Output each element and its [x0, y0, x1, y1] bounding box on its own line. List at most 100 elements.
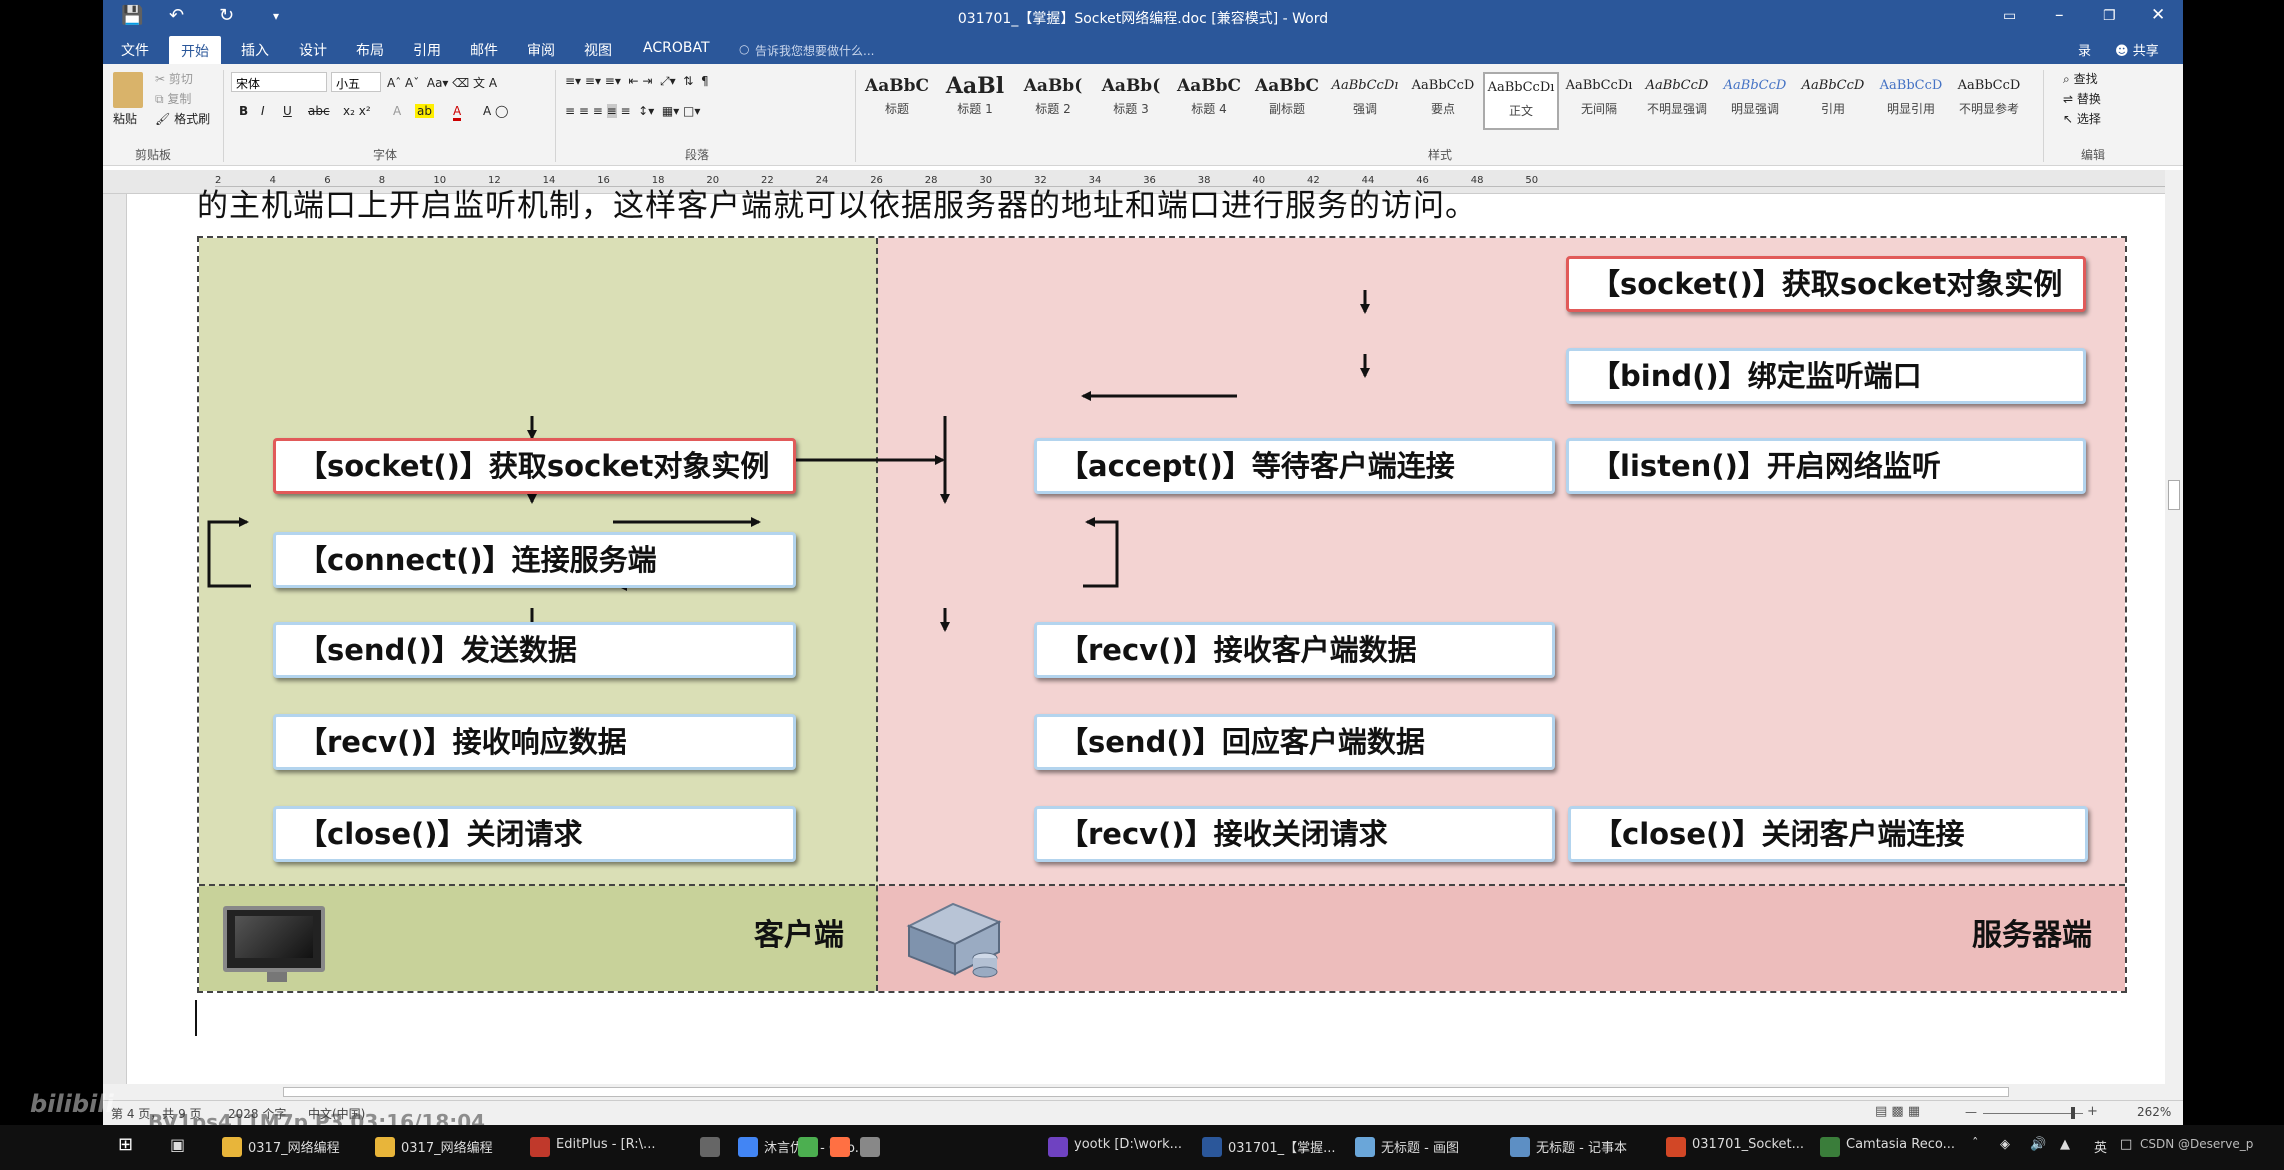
- taskbar-item[interactable]: yootk [D:\work...: [1074, 1137, 1183, 1152]
- clipboard-paste-icon[interactable]: [113, 72, 143, 108]
- strikethrough-icon[interactable]: abc: [308, 104, 330, 118]
- windows-start-icon[interactable]: ⊞: [118, 1134, 134, 1155]
- align-left-icon[interactable]: ≡ ≡ ≡ ≡ ≡ ↕▾ ▦▾ □▾: [565, 104, 701, 118]
- language[interactable]: 中文(中国): [308, 1107, 366, 1121]
- person-icon: ☻: [2115, 44, 2129, 59]
- tab-acrobat[interactable]: ACROBAT: [643, 40, 710, 56]
- char-shading-icon[interactable]: A ◯: [483, 104, 509, 118]
- zoom-thumb[interactable]: [2071, 1107, 2075, 1119]
- volume-icon[interactable]: 🔊: [2030, 1137, 2047, 1152]
- cut-button[interactable]: ✂ 剪切: [155, 70, 193, 87]
- style-name: 副标题: [1268, 102, 1305, 116]
- subscript-icon[interactable]: x₂ x²: [343, 104, 371, 118]
- font-name-select[interactable]: 宋体: [231, 72, 327, 92]
- task-view-icon[interactable]: ▣: [170, 1135, 186, 1154]
- zoom-level[interactable]: 262%: [2137, 1105, 2172, 1119]
- vertical-scrollbar[interactable]: [2165, 170, 2183, 1084]
- replace-button[interactable]: ⇌ 替换: [2063, 90, 2101, 107]
- style-heading-3[interactable]: AaBb(标题 3: [1093, 72, 1169, 130]
- view-buttons[interactable]: ▤ ▩ ▦: [1875, 1104, 1921, 1119]
- taskbar-item[interactable]: 无标题 - 记事本: [1536, 1141, 1627, 1156]
- close-icon[interactable]: ✕: [2151, 5, 2166, 25]
- pinned-app-icon[interactable]: [860, 1137, 880, 1157]
- tab-insert[interactable]: 插入: [241, 43, 269, 59]
- bold-icon[interactable]: B: [239, 104, 249, 118]
- style-preview: AaBbCcD: [1645, 78, 1709, 93]
- tab-mailings[interactable]: 邮件: [470, 43, 498, 59]
- wifi-icon[interactable]: ◈: [2000, 1137, 2010, 1152]
- tab-references[interactable]: 引用: [413, 43, 441, 59]
- ime-indicator[interactable]: 英: [2094, 1141, 2108, 1156]
- taskbar-item[interactable]: 031701_Socket...: [1692, 1137, 1805, 1152]
- share-button[interactable]: ☻ 共享: [2115, 40, 2159, 59]
- minimize-icon[interactable]: –: [2055, 5, 2064, 25]
- format-painter-button[interactable]: 🖌 格式刷: [155, 110, 210, 127]
- font-color-icon[interactable]: A: [453, 104, 462, 121]
- document-page[interactable]: 的主机端口上开启监听机制，这样客户端就可以依据服务器的地址和端口进行服务的访问。: [127, 188, 2157, 1084]
- taskbar-item[interactable]: EditPlus - [R:\...: [556, 1137, 656, 1152]
- scroll-thumb[interactable]: [2168, 480, 2180, 510]
- highlight-icon[interactable]: ab: [415, 104, 434, 118]
- tab-review[interactable]: 审阅: [527, 43, 555, 59]
- restore-icon[interactable]: ❐: [2103, 8, 2116, 24]
- zoom-slider[interactable]: [1983, 1113, 2083, 1114]
- redo-icon[interactable]: ↻: [219, 5, 235, 26]
- sign-in-link[interactable]: 录: [2078, 44, 2092, 59]
- pinned-app-icon[interactable]: [798, 1137, 818, 1157]
- vertical-ruler[interactable]: [103, 194, 127, 1084]
- zoom-out-icon[interactable]: —: [1965, 1105, 1977, 1119]
- pinned-app-icon[interactable]: [830, 1137, 850, 1157]
- ribbon-display-icon[interactable]: ▭: [2003, 8, 2017, 24]
- font-size-select[interactable]: 小五: [331, 72, 381, 92]
- grow-font-icon[interactable]: Aˆ Aˇ Aa▾ ⌫ 文 A: [387, 76, 498, 90]
- italic-icon[interactable]: I: [261, 104, 265, 118]
- tab-layout[interactable]: 布局: [356, 43, 384, 59]
- pinned-app-icon[interactable]: [700, 1137, 720, 1157]
- scroll-thumb[interactable]: [283, 1087, 2009, 1097]
- tab-home[interactable]: 开始: [169, 36, 221, 64]
- tab-view[interactable]: 视图: [584, 43, 612, 59]
- bullets-icon[interactable]: ≡▾ ≡▾ ≡▾ ⇤ ⇥ ⤢▾ ⇅ ¶: [565, 74, 709, 88]
- underline-icon[interactable]: U: [283, 104, 292, 118]
- style-heading-2[interactable]: AaBb(标题 2: [1015, 72, 1091, 130]
- tab-design[interactable]: 设计: [299, 43, 327, 59]
- taskbar-item[interactable]: 031701_【掌握...: [1228, 1141, 1336, 1156]
- taskbar-item[interactable]: Camtasia Reco...: [1846, 1137, 1955, 1152]
- horizontal-scrollbar[interactable]: [103, 1084, 2183, 1100]
- tell-me-input[interactable]: 告诉我您想要做什么...: [755, 44, 875, 58]
- separator: [223, 70, 224, 162]
- zoom-in-icon[interactable]: +: [2087, 1104, 2098, 1119]
- save-icon[interactable]: 💾: [121, 5, 144, 26]
- text-effects-icon[interactable]: A: [393, 104, 402, 118]
- paste-button[interactable]: 粘贴: [113, 112, 138, 126]
- taskbar-item[interactable]: 无标题 - 画图: [1381, 1141, 1459, 1156]
- taskbar-item[interactable]: 0317_网络编程: [401, 1141, 493, 1156]
- ruler-number: 42: [1307, 175, 1320, 186]
- word-count[interactable]: 2028 个字: [228, 1107, 287, 1121]
- taskbar-item[interactable]: 0317_网络编程: [248, 1141, 340, 1156]
- network-icon[interactable]: ▲: [2060, 1137, 2070, 1152]
- find-button[interactable]: ⌕ 查找: [2063, 70, 2098, 87]
- customize-qat-icon[interactable]: ▾: [273, 9, 280, 23]
- page-count[interactable]: 第 4 页，共 9 页: [111, 1107, 202, 1121]
- tab-file[interactable]: 文件: [121, 43, 149, 59]
- undo-icon[interactable]: ↶: [169, 5, 185, 26]
- copy-button[interactable]: ⧉ 复制: [155, 90, 191, 107]
- tray-chevron-icon[interactable]: ˆ: [1972, 1137, 1979, 1152]
- notification-icon[interactable]: □: [2120, 1137, 2133, 1152]
- select-button[interactable]: ↖ 选择: [2063, 110, 2101, 127]
